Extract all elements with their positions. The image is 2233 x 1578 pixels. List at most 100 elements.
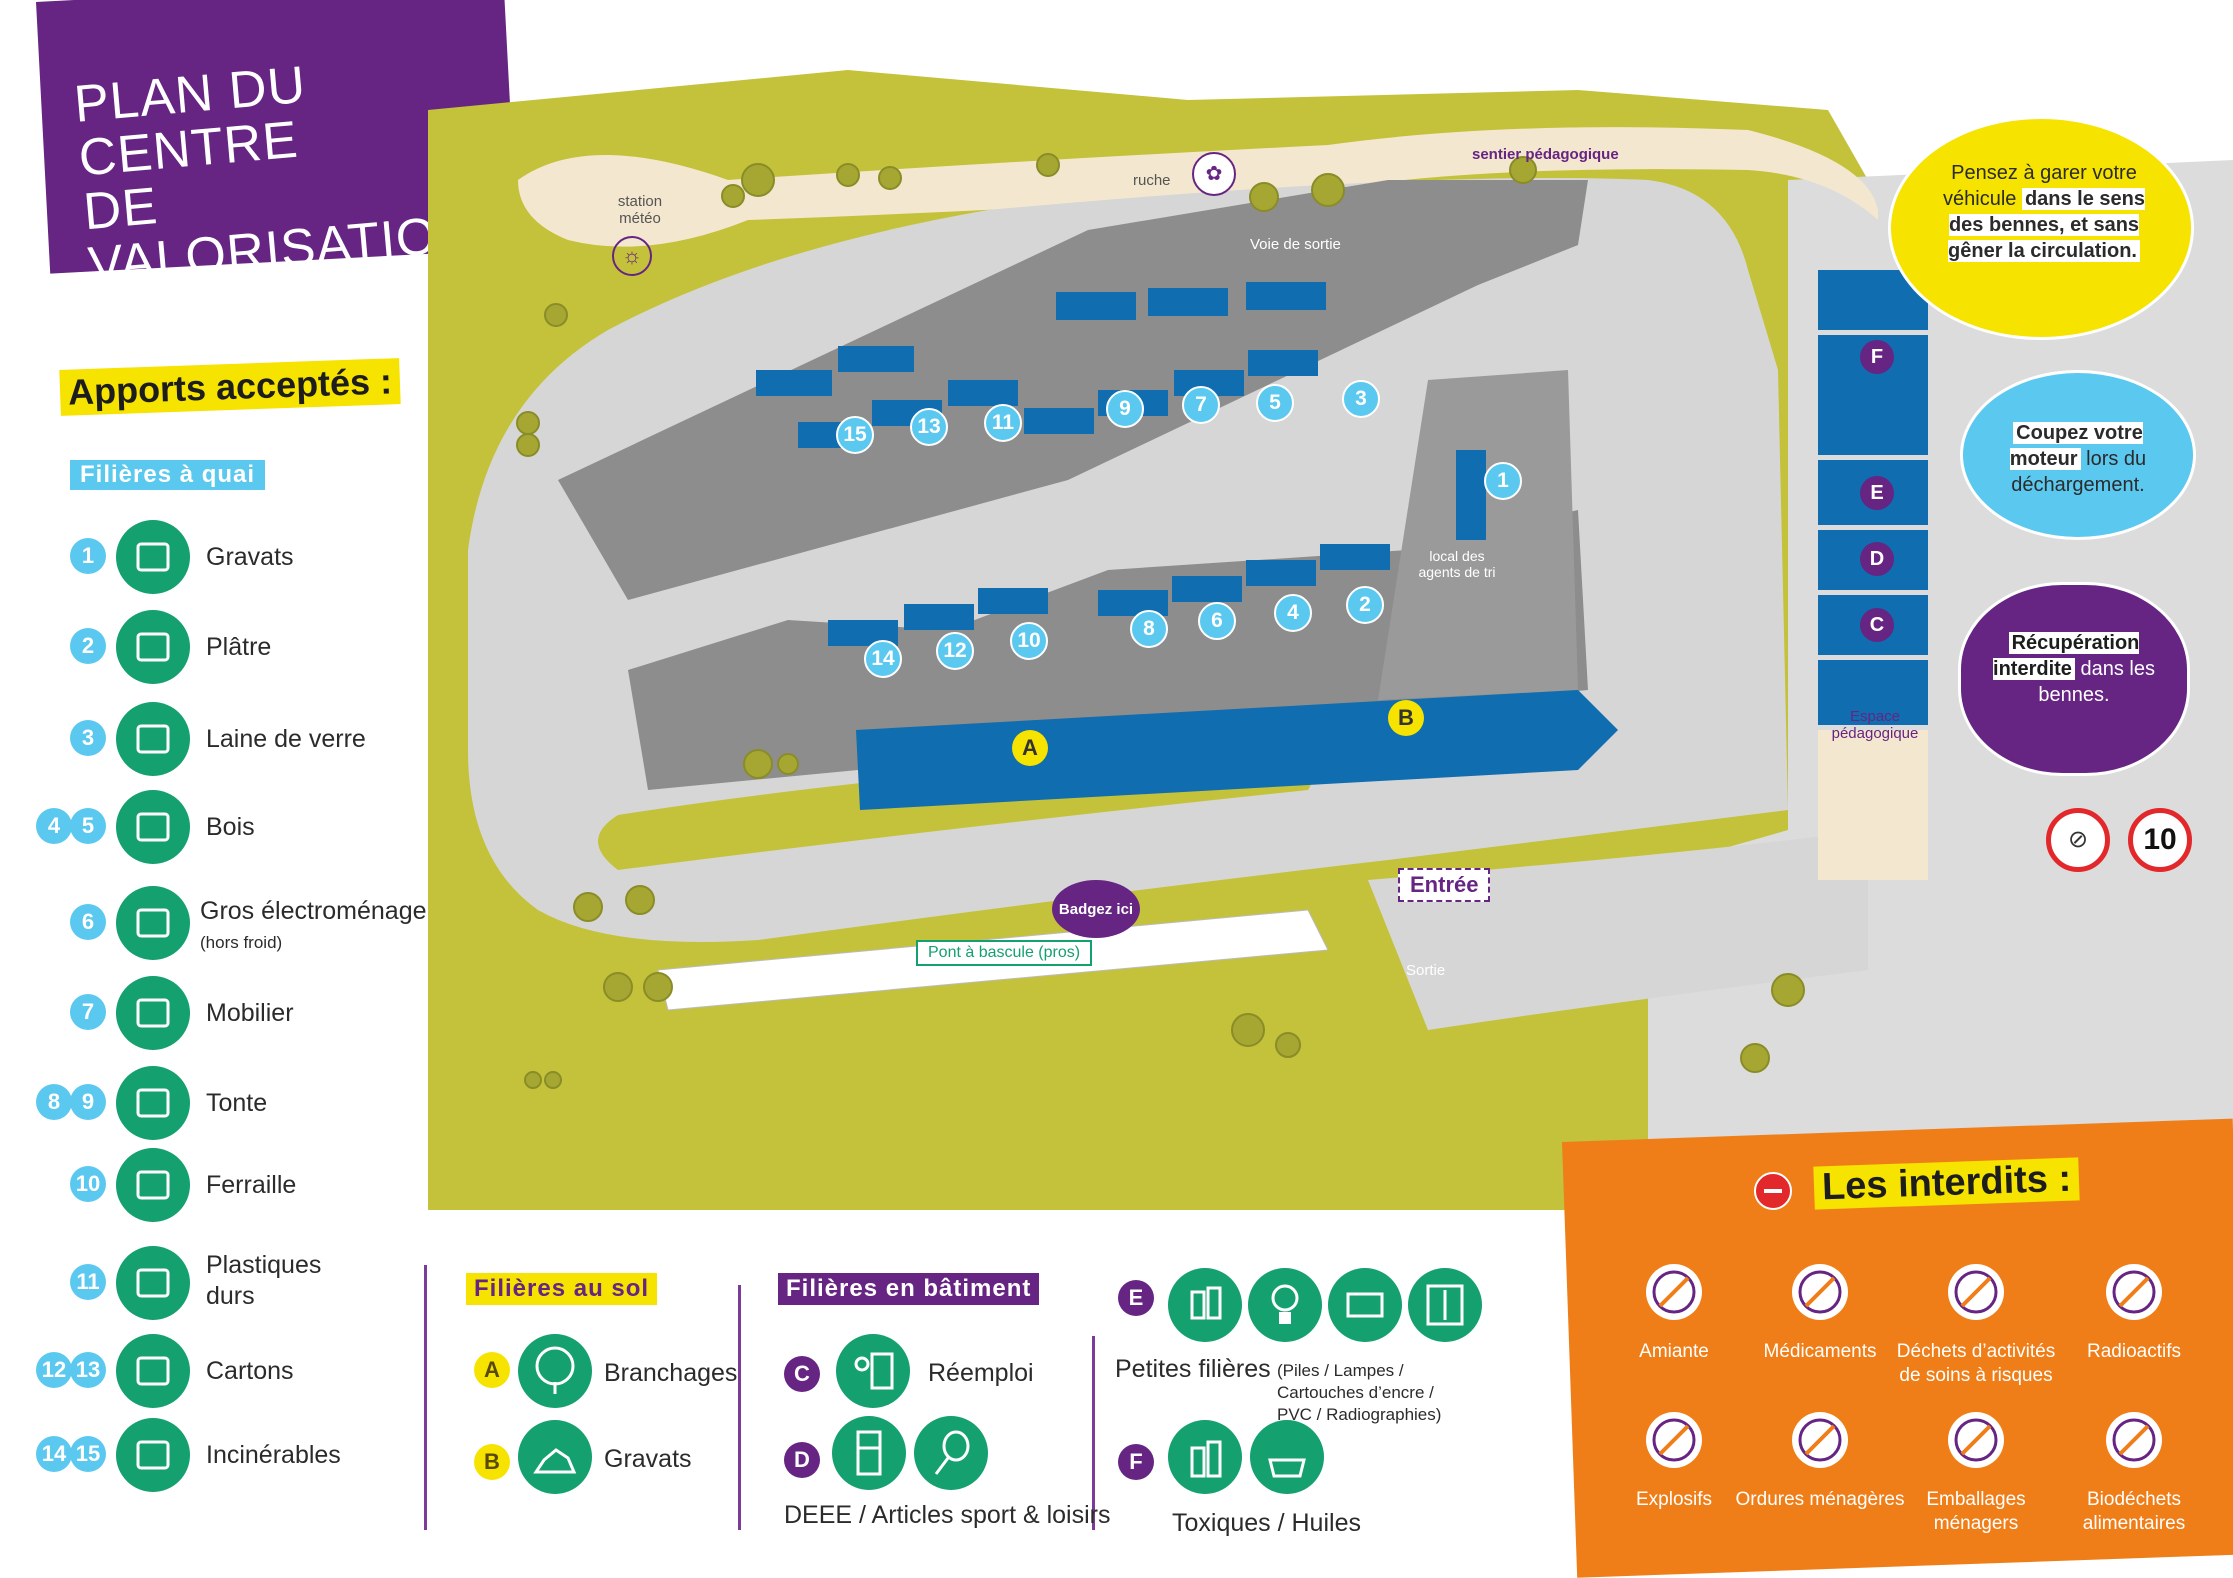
- quai-number-badge: 10: [70, 1166, 106, 1202]
- lower-platform: [628, 510, 1588, 790]
- quai-item-label-line: Mobilier: [206, 999, 294, 1027]
- fridge-icon: [832, 1416, 906, 1490]
- quai-item-label-line: Plastiques: [206, 1251, 322, 1279]
- quay-10-marker: 10: [1010, 622, 1048, 660]
- lawnmower-icon: [116, 1066, 190, 1140]
- racket-icon: [914, 1416, 988, 1490]
- quay-11-marker: 11: [984, 404, 1022, 442]
- interdit-label: Ordures ménagères: [1735, 1489, 1905, 1510]
- quai-item-label: Bois: [206, 812, 255, 843]
- bat-d-letter: D: [784, 1442, 820, 1478]
- bat-e-label: Petites filières: [1115, 1355, 1271, 1383]
- quay-7-marker: 7: [1182, 386, 1220, 424]
- bat-d-label: DEEE / Articles sport & loisirs: [784, 1501, 1111, 1529]
- quay-4-marker: 4: [1274, 594, 1312, 632]
- quai-item-label-line: Ferraille: [206, 1171, 297, 1199]
- pont-bascule-label: Pont à bascule (pros): [916, 940, 1093, 966]
- espace-pedagogique: [1818, 730, 1928, 880]
- sentier-label: sentier pédagogique: [1472, 146, 1619, 163]
- building-e-marker: E: [1860, 476, 1894, 510]
- tree-icon: [518, 1334, 592, 1408]
- quay-14-marker: 14: [864, 640, 902, 678]
- quay-12-marker: 12: [936, 632, 974, 670]
- speed-limit-sign: 10: [2128, 808, 2192, 872]
- garbage-bag-icon: [1792, 1412, 1848, 1468]
- interdit-label: Amiante: [1639, 1341, 1709, 1362]
- quai-item-label: Incinérables: [206, 1440, 341, 1471]
- quai-item-label-line: Plâtre: [206, 633, 272, 661]
- platform-a-marker: A: [1012, 730, 1048, 766]
- quay-1-marker: 1: [1484, 462, 1522, 500]
- wood-pallet-icon: [116, 790, 190, 864]
- entree-label: Entrée: [1398, 868, 1491, 902]
- quai-item-label: Mobilier: [206, 998, 294, 1029]
- divider-3: [1092, 1336, 1095, 1530]
- quai-item-label-line: Cartons: [206, 1357, 294, 1385]
- engine-bubble-text: Coupez votre moteur lors du déchargement…: [2009, 422, 2147, 496]
- ink-cartridge-icon: [1328, 1268, 1402, 1342]
- bat-c-label: Réemploi: [928, 1359, 1034, 1387]
- quai-item-label: Tonte: [206, 1088, 267, 1119]
- quay-8-marker: 8: [1130, 610, 1168, 648]
- fire-icon: [116, 1418, 190, 1492]
- quai-number-badge: 13: [70, 1352, 106, 1388]
- upper-bins: [756, 282, 1486, 540]
- ruche-label: ruche: [1133, 172, 1171, 189]
- sol-a-label: Branchages: [604, 1359, 738, 1387]
- quay-3-marker: 3: [1342, 380, 1380, 418]
- quay-6-marker: 6: [1198, 602, 1236, 640]
- quai-item-label: Ferraille: [206, 1170, 296, 1201]
- sol-section-label: Filières au sol: [466, 1273, 658, 1305]
- interdit-label: Déchets d’activités de soins à risques: [1896, 1341, 2056, 1386]
- quai-number-badge: 8: [36, 1084, 72, 1120]
- quai-number-badge: 12: [36, 1352, 72, 1388]
- interdit-label: Explosifs: [1635, 1489, 1713, 1510]
- quai-item-label-line: Gravats: [206, 543, 294, 571]
- quai-section-label: Filières à quai: [70, 460, 266, 490]
- divider-1: [424, 1265, 427, 1530]
- quai-item-label: Plâtre: [206, 632, 271, 663]
- glass-wool-icon: [116, 702, 190, 776]
- entrance-lane: [1368, 830, 1868, 1030]
- no-smoking-icon: ⊘: [2046, 808, 2110, 872]
- sol-b-label: Gravats: [604, 1445, 692, 1473]
- medicine-icon: [1792, 1264, 1848, 1320]
- sol-b-letter: B: [474, 1444, 510, 1480]
- upper-platform: [558, 180, 1588, 600]
- divider-2: [738, 1285, 741, 1530]
- quay-15-marker: 15: [836, 416, 874, 454]
- quay-2-marker: 2: [1346, 586, 1384, 624]
- explosive-icon: [1646, 1412, 1702, 1468]
- quai-item-label-line2: durs: [206, 1282, 255, 1310]
- toxic-bottles-icon: [1168, 1420, 1242, 1494]
- quai-item-label-line: Incinérables: [206, 1441, 341, 1469]
- quai-item-label: Gros électroménager(hors froid): [200, 896, 435, 958]
- quai-number-badge: 5: [70, 808, 106, 844]
- quai-number-badge: 6: [70, 904, 106, 940]
- recup-bubble-text: Récupération interdite dans les bennes.: [1993, 632, 2155, 706]
- quai-item-label-line: Tonte: [206, 1089, 268, 1117]
- bat-c-letter: C: [784, 1356, 820, 1392]
- rubble-icon: [518, 1420, 592, 1494]
- sortie-label: Sortie: [1406, 962, 1446, 979]
- quay-13-marker: 13: [910, 408, 948, 446]
- furniture-icon: [116, 976, 190, 1050]
- voie-sortie-label: Voie de sortie: [1250, 236, 1341, 253]
- bat-f-label: Toxiques / Huiles: [1172, 1509, 1361, 1537]
- food-waste-icon: [2106, 1412, 2162, 1468]
- washing-machine-icon: [116, 886, 190, 960]
- radioactive-icon: [2106, 1264, 2162, 1320]
- batiment-section-label: Filières en bâtiment: [778, 1273, 1040, 1305]
- minus-icon: [1754, 1172, 1792, 1210]
- local-agents-label: local des agents de tri: [1418, 548, 1496, 580]
- interdit-label: Radioactifs: [2087, 1341, 2181, 1362]
- quai-item-label-line: Laine de verre: [206, 725, 366, 753]
- bee-icon: ✿: [1192, 152, 1236, 196]
- quai-number-badge: 11: [70, 1264, 106, 1300]
- cardboard-icon: [116, 1334, 190, 1408]
- building-c-marker: C: [1860, 608, 1894, 642]
- badgez-marker: Badgez ici: [1052, 880, 1140, 938]
- quai-item-label-line: Gros électroménager: [200, 897, 435, 925]
- quai-number-badge: 14: [36, 1436, 72, 1472]
- espace-pedagogique-label: Espace pédagogique: [1831, 708, 1919, 742]
